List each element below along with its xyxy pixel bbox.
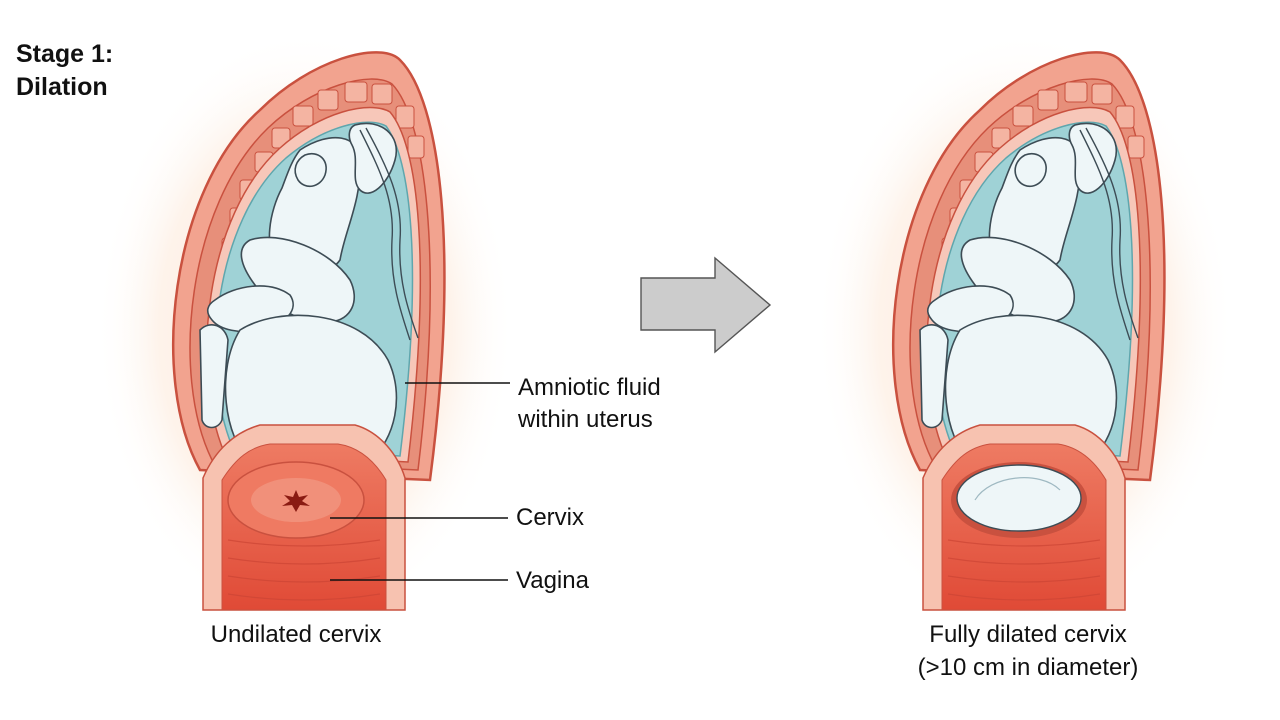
vagina-label: Vagina [516,567,589,594]
cervix-label: Cervix [516,504,585,531]
amniotic-label-line1: Amniotic fluid [518,374,661,401]
stage-title-line2: Dilation [16,73,108,101]
stage-title: Stage 1: Dilation [16,38,113,104]
left-caption: Undilated cervix [210,621,382,648]
right-caption-line2: (>10 cm in diameter) [917,654,1139,681]
progression-arrow-icon [640,256,772,354]
cervix-os-icon [282,490,310,512]
right-caption: Fully dilated cervix (>10 cm in diameter… [848,618,1208,684]
amniotic-fluid-label: Amniotic fluid within uterus [518,372,661,436]
amniotic-label-line2: within uterus [518,406,653,433]
stage-title-line1: Stage 1: [16,40,114,68]
right-caption-line1: Fully dilated cervix [929,621,1127,648]
dilated-cervix-opening [956,464,1082,532]
